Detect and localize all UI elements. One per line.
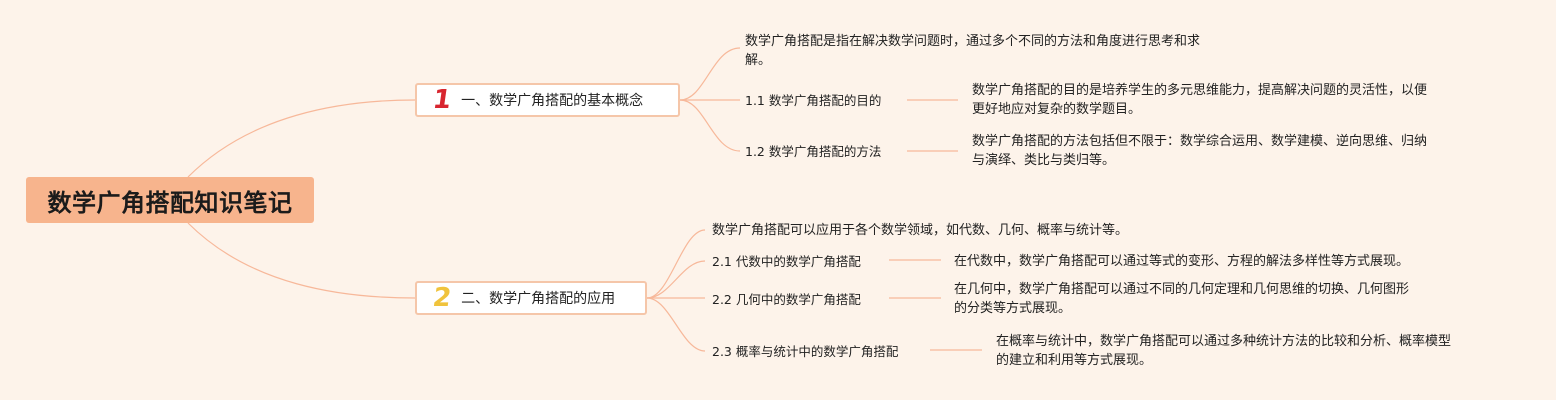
b1-subtopic-1-label: 1.1 数学广角搭配的目的 bbox=[745, 93, 882, 108]
b2-subtopic-1[interactable]: 2.1 代数中的数学广角搭配 bbox=[712, 252, 861, 271]
connector-b1-summary bbox=[679, 47, 741, 101]
b1-subtopic-1-detail: 数学广角搭配的目的是培养学生的多元思维能力，提高解决问题的灵活性，以便 更好地应… bbox=[972, 81, 1427, 119]
b2-subtopic-3-label: 2.3 概率与统计中的数学广角搭配 bbox=[712, 344, 899, 359]
branch-topic-1[interactable]: 1 一、数学广角搭配的基本概念 bbox=[415, 83, 680, 117]
b1-subtopic-2-detail: 数学广角搭配的方法包括但不限于：数学综合运用、数学建模、逆向思维、归纳 与演绎、… bbox=[972, 132, 1427, 170]
b2-subtopic-1-label: 2.1 代数中的数学广角搭配 bbox=[712, 254, 861, 269]
b1-subtopic-2-label: 1.2 数学广角搭配的方法 bbox=[745, 144, 882, 159]
b1-sub2-detail-line-1: 数学广角搭配的方法包括但不限于：数学综合运用、数学建模、逆向思维、归纳 bbox=[972, 134, 1428, 149]
b1-summary-line-2: 解。 bbox=[745, 53, 772, 68]
b2-subtopic-2-label: 2.2 几何中的数学广角搭配 bbox=[712, 292, 861, 307]
branch-topic-2-label: 二、数学广角搭配的应用 bbox=[461, 291, 616, 307]
root-topic[interactable]: 数学广角搭配知识笔记 bbox=[26, 177, 314, 223]
number-badge-1: 1 bbox=[430, 85, 454, 115]
branch-topic-2[interactable]: 2 二、数学广角搭配的应用 bbox=[415, 281, 647, 315]
root-topic-label: 数学广角搭配知识笔记 bbox=[47, 188, 293, 217]
b2-subtopic-2-detail: 在几何中，数学广角搭配可以通过不同的几何定理和几何思维的切换、几何图形 的分类等… bbox=[954, 280, 1409, 318]
b2-subtopic-3[interactable]: 2.3 概率与统计中的数学广角搭配 bbox=[712, 342, 898, 361]
connector-b2-summary bbox=[646, 229, 706, 299]
number-badge-2: 2 bbox=[430, 283, 454, 313]
b2-summary-line-1: 数学广角搭配可以应用于各个数学领域，如代数、几何、概率与统计等。 bbox=[712, 223, 1129, 238]
b2-sub3-detail-line-1: 在概率与统计中，数学广角搭配可以通过多种统计方法的比较和分析、概率模型 bbox=[996, 334, 1452, 349]
b1-sub1-detail-line-1: 数学广角搭配的目的是培养学生的多元思维能力，提高解决问题的灵活性，以便 bbox=[972, 83, 1428, 98]
connector-b2-sub1 bbox=[646, 260, 706, 299]
branch-topic-1-label: 一、数学广角搭配的基本概念 bbox=[461, 93, 644, 109]
b2-sub2-detail-line-2: 的分类等方式展现。 bbox=[954, 301, 1072, 316]
b1-summary-line-1: 数学广角搭配是指在解决数学问题时，通过多个不同的方法和角度进行思考和求 bbox=[745, 34, 1201, 49]
b1-sub1-detail-line-2: 更好地应对复杂的数学题目。 bbox=[972, 102, 1142, 117]
connector-root-branch-2 bbox=[187, 222, 416, 299]
b2-sub3-detail-line-2: 的建立和利用等方式展现。 bbox=[996, 353, 1153, 368]
b2-subtopic-3-detail: 在概率与统计中，数学广角搭配可以通过多种统计方法的比较和分析、概率模型 的建立和… bbox=[996, 332, 1451, 370]
b1-subtopic-1[interactable]: 1.1 数学广角搭配的目的 bbox=[745, 91, 881, 110]
b1-sub2-detail-line-2: 与演绎、类比与类归等。 bbox=[972, 153, 1116, 168]
connector-root-branch-1 bbox=[187, 99, 416, 178]
b1-subtopic-2[interactable]: 1.2 数学广角搭配的方法 bbox=[745, 142, 881, 161]
b2-summary-text: 数学广角搭配可以应用于各个数学领域，如代数、几何、概率与统计等。 bbox=[712, 221, 1128, 240]
connector-b1-sub2 bbox=[679, 99, 741, 152]
b1-summary-text: 数学广角搭配是指在解决数学问题时，通过多个不同的方法和角度进行思考和求 解。 bbox=[745, 32, 1200, 70]
b2-sub1-detail-line-1: 在代数中，数学广角搭配可以通过等式的变形、方程的解法多样性等方式展现。 bbox=[954, 254, 1410, 269]
b2-sub2-detail-line-1: 在几何中，数学广角搭配可以通过不同的几何定理和几何思维的切换、几何图形 bbox=[954, 282, 1410, 297]
connector-b2-sub3 bbox=[646, 297, 706, 352]
b2-subtopic-1-detail: 在代数中，数学广角搭配可以通过等式的变形、方程的解法多样性等方式展现。 bbox=[954, 252, 1409, 271]
b2-subtopic-2[interactable]: 2.2 几何中的数学广角搭配 bbox=[712, 290, 861, 309]
